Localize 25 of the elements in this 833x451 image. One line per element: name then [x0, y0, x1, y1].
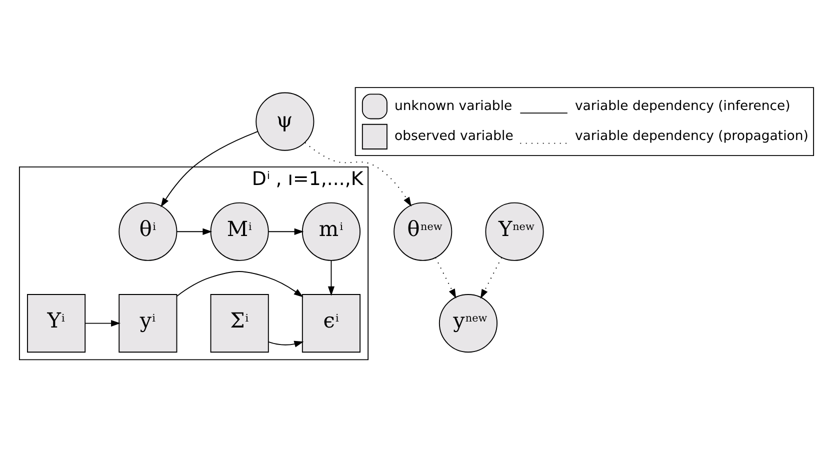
node-circle: θ$^{new}$	[394, 202, 452, 261]
node-box: y$^{i}$	[118, 294, 178, 353]
node-circle: Y$^{new}$	[485, 202, 544, 261]
legend-label: variable dependency (propagation)	[574, 129, 808, 144]
arrow	[176, 271, 304, 298]
node-circle: y$^{new}$	[438, 294, 498, 353]
arrow	[160, 131, 258, 208]
legend-label: variable dependency (inference)	[574, 98, 790, 114]
arrow	[328, 260, 335, 296]
legend-label: observed variable	[394, 129, 514, 144]
arrow	[304, 142, 412, 207]
legend-label: unknown variable	[394, 98, 512, 114]
node-box: Σ$^{i}$	[210, 294, 269, 353]
node-circle: M$^{i}$	[210, 202, 269, 261]
arrow	[268, 228, 304, 235]
arrow	[84, 320, 120, 327]
arrow	[268, 340, 304, 348]
arrow	[176, 228, 212, 235]
arrow	[435, 257, 456, 298]
node-circle: θ$^{i}$	[118, 202, 178, 261]
node-circle: m$^{i}$	[302, 202, 361, 261]
node-box: ϵ$^{i}$	[302, 294, 361, 353]
node-box: Y$^{i}$	[27, 294, 86, 353]
node-circle: ψ	[256, 92, 314, 151]
arrow	[480, 257, 502, 299]
